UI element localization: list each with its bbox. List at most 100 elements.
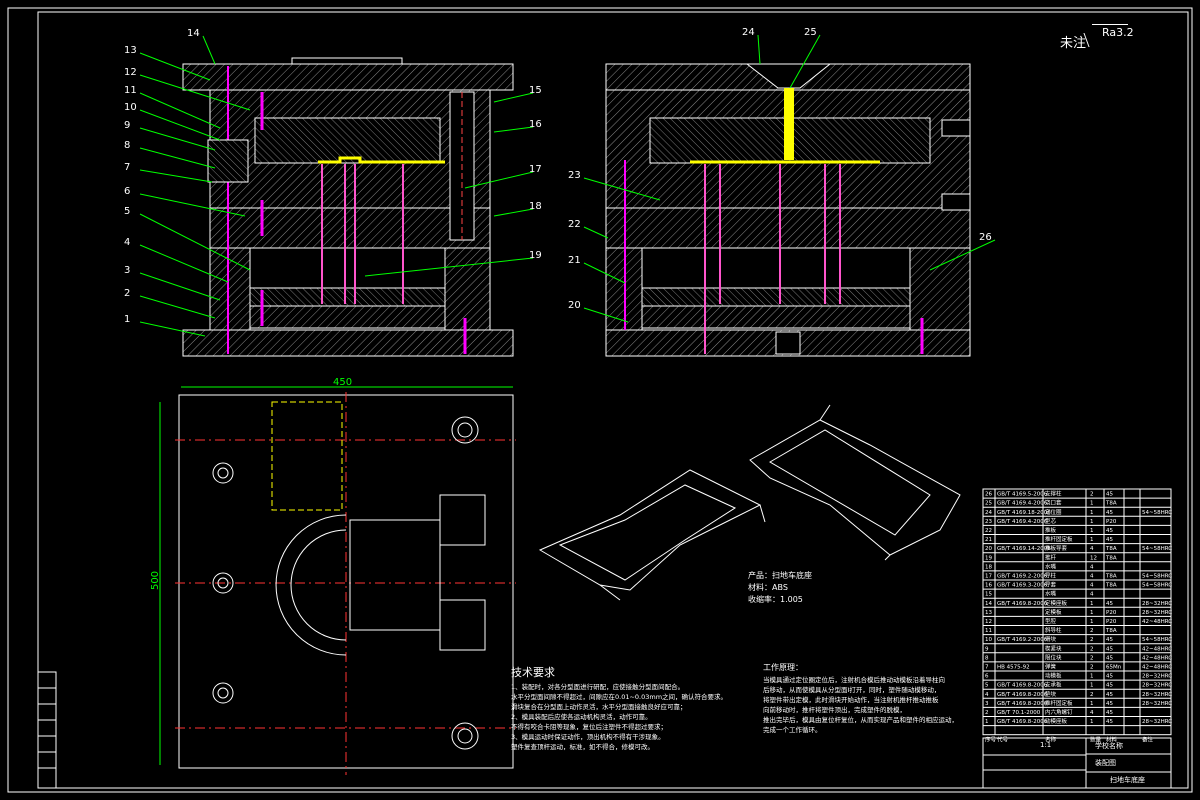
- bom-cell: 动模板: [1045, 672, 1062, 680]
- leader-line: [139, 321, 206, 337]
- leader-line: [139, 147, 216, 169]
- leader-line: [139, 193, 246, 217]
- bom-cell: 1: [1090, 610, 1094, 616]
- bom-cell: 45: [1106, 510, 1113, 516]
- bom-cell: 2: [1090, 492, 1094, 498]
- roughness-value: Ra3.2: [1102, 26, 1134, 39]
- tech-requirements-lines: 1、装配时，对各分型面进行研配，应使接触分型面间配合。水平分型面间隙不得超过，间…: [511, 682, 731, 752]
- part-label: 9: [124, 120, 131, 131]
- bom-cell: 滑块: [1045, 635, 1057, 643]
- bom-cell: 45: [1106, 710, 1113, 716]
- bom-cell: 推板导套: [1045, 544, 1068, 552]
- bom-cell: 42~48HRC: [1142, 665, 1172, 671]
- working-principle-lines: 当模具通过定位圈定位后，注射机合模后推动动模板沿着导柱向后移动，从而使模具从分型…: [763, 675, 973, 735]
- bom-cell: 2: [1090, 665, 1094, 671]
- part-label: 14: [187, 28, 200, 39]
- tech-requirement-line: 1、装配时，对各分型面进行研配，应使接触分型面间配合。: [511, 683, 685, 691]
- working-principle-line: 完成一个工作循环。: [763, 726, 822, 734]
- part-label: 25: [804, 27, 817, 38]
- bom-cell: T8A: [1105, 628, 1117, 634]
- bom-cell: 推杆固定板: [1045, 699, 1073, 707]
- bom-cell: 18: [985, 564, 992, 570]
- leader-line: [493, 126, 534, 133]
- bom-cell: GB/T 4169.18-2006: [997, 510, 1051, 516]
- drawing-name: 装配图: [1095, 759, 1116, 767]
- bom-cell: 45: [1106, 701, 1113, 707]
- part-label: 6: [124, 186, 131, 197]
- bom-cell: 垫块: [1045, 690, 1057, 698]
- bom-cell: 8: [985, 655, 989, 661]
- product-shrinkage: 收缩率：1.005: [748, 595, 803, 604]
- bom-cell: 水嘴: [1045, 562, 1057, 570]
- bom-header-cell: 材料: [1106, 736, 1118, 744]
- bom-cell: 21: [985, 537, 992, 543]
- bom-cell: 45: [1106, 528, 1113, 534]
- bom-cell: 12: [985, 619, 992, 625]
- bom-cell: 54~58HRC: [1142, 546, 1172, 552]
- bom-cell: 1: [1090, 719, 1094, 725]
- bom-cell: 13: [985, 610, 992, 616]
- bom-cell: 14: [985, 601, 992, 607]
- isometric-part-1: [538, 469, 766, 601]
- leader-line: [583, 262, 626, 284]
- bom-cell: 6: [985, 674, 989, 680]
- working-principle: 工作原理： 当模具通过定位圈定位后，注射机合模后推动动模板沿着导柱向后移动，从而…: [763, 662, 973, 735]
- leader-line: [139, 127, 216, 151]
- bom-cell: 3: [985, 701, 989, 707]
- bom-cell: GB/T 4169.3-2006: [997, 583, 1048, 589]
- bom-cell: 28~32HRC: [1142, 610, 1172, 616]
- bom-cell: T8A: [1105, 555, 1117, 561]
- bom-cell: 1: [1090, 674, 1094, 680]
- part-label: 17: [529, 164, 542, 175]
- bom-cell: 推板: [1045, 526, 1057, 534]
- bom-cell: 4: [1090, 710, 1094, 716]
- leader-line: [789, 34, 821, 89]
- bom-cell: 9: [985, 646, 989, 652]
- bom-cell: 1: [1090, 601, 1094, 607]
- bom-cell: 4: [1090, 564, 1094, 570]
- leader-line: [139, 272, 221, 301]
- bom-cell: 支撑柱: [1045, 490, 1062, 498]
- bom-cell: 28~32HRC: [1142, 701, 1172, 707]
- bom-cell: 54~58HRC: [1142, 637, 1172, 643]
- part-label: 18: [529, 201, 542, 212]
- bom-cell: 23: [985, 519, 992, 525]
- working-principle-heading: 工作原理：: [763, 663, 803, 672]
- dimension-width: 450: [333, 377, 353, 388]
- bom-cell: GB/T 4169.8-2006: [997, 701, 1048, 707]
- bom-cell: 15: [985, 592, 992, 598]
- section-view-a: [182, 57, 514, 357]
- working-principle-line: 后移动，从而使模具从分型面I打开，同时，塑件随动模移动，: [763, 686, 941, 694]
- bom-cell: 22: [985, 528, 992, 534]
- bom-cell: HB 4575-92: [997, 665, 1030, 671]
- bom-cell: 1: [1090, 537, 1094, 543]
- bom-cell: 1: [1090, 501, 1094, 507]
- bom-cell: GB/T 4169.2-2006: [997, 574, 1048, 580]
- bom-cell: 弹簧: [1045, 663, 1057, 671]
- bom-cell: 45: [1106, 637, 1113, 643]
- bom-cell: 斜导柱: [1045, 626, 1062, 634]
- bom-cell: T8A: [1105, 546, 1117, 552]
- working-principle-line: 向前移动时，推杆将塑件顶出，完成塑件的脱模，: [763, 706, 906, 714]
- bom-cell: 支承板: [1045, 681, 1062, 689]
- tech-requirement-line: 滑块复合在分型面上动作灵活，水平分型面接触良好应可靠；: [511, 703, 687, 711]
- leader-line: [493, 208, 534, 217]
- tech-requirement-line: 不得有咬合卡阻等现象，复位后注塑件不得超过要求；: [511, 723, 667, 731]
- bom-cell: 定位圈: [1045, 508, 1062, 516]
- bom-cell: GB/T 4169.8-2006: [997, 683, 1048, 689]
- roughness-note-label: 未注: [1060, 36, 1087, 51]
- bom-cell: 1: [1090, 528, 1094, 534]
- bom-cell: 型芯: [1045, 517, 1057, 525]
- tech-requirements: 技术要求 1、装配时，对各分型面进行研配，应使接触分型面间配合。水平分型面间隙不…: [511, 664, 731, 752]
- part-label: 13: [124, 45, 137, 56]
- part-label: 12: [124, 67, 137, 78]
- part-label: 22: [568, 219, 581, 230]
- leader-line: [464, 171, 534, 189]
- bom-cell: T8A: [1105, 574, 1117, 580]
- leader-line: [139, 74, 251, 111]
- bom-cell: 42~48HRC: [1142, 655, 1172, 661]
- outer-border: [7, 7, 1193, 793]
- bom-cell: 4: [1090, 592, 1094, 598]
- bom-cell: 4: [1090, 574, 1094, 580]
- bom-cell: 推杆: [1045, 553, 1057, 561]
